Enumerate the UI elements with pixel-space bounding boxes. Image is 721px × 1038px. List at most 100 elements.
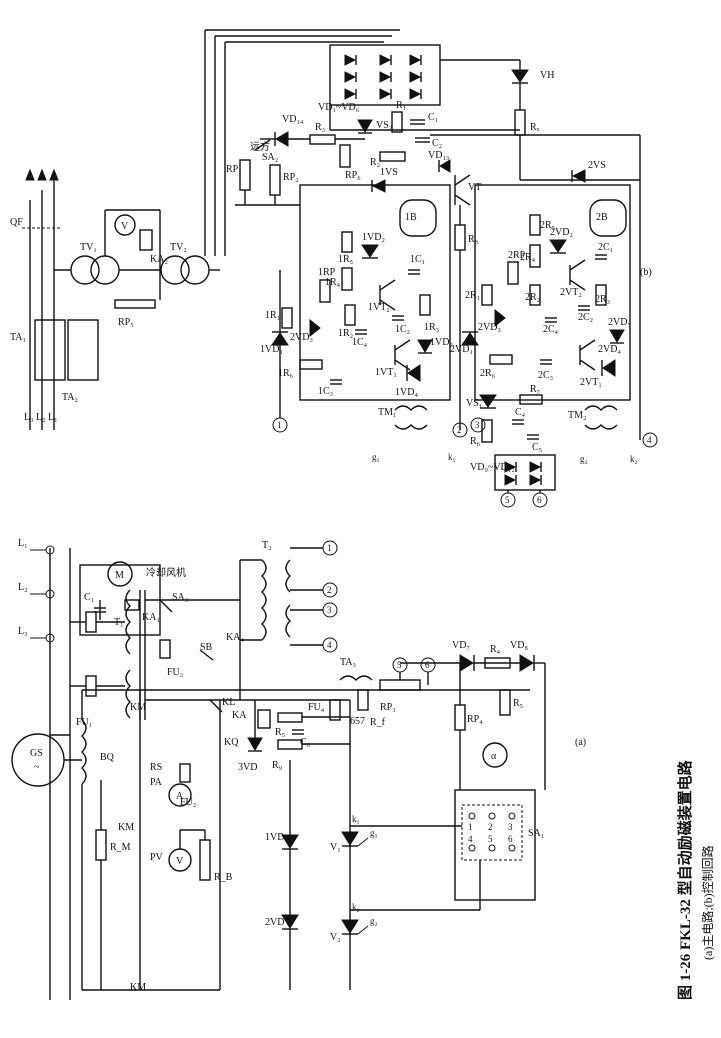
setpoint-group: RP₁ RP₂ 远方 SA₂ xyxy=(226,139,300,206)
rs-label: RS xyxy=(150,762,162,773)
2r2-label: 2R₂ xyxy=(525,292,540,303)
r3-label: R₃ xyxy=(315,122,325,133)
ka2-label: KA₂ xyxy=(150,254,168,265)
ta3-label: TA₃ xyxy=(340,657,356,668)
vd7-label: VD₇ xyxy=(452,640,470,651)
generator: GS ~ xyxy=(11,733,82,787)
v2-label: V₂ xyxy=(330,932,341,943)
rb-label: R_B xyxy=(214,872,233,883)
line-label-l3: L₃ xyxy=(18,626,28,637)
1rp-label: 1RP xyxy=(318,267,336,278)
line-label-l1: L₁ xyxy=(18,538,28,549)
breaker-qf: QF L₃ L₂ L₁ xyxy=(10,168,62,430)
ka4-label: KA₄ xyxy=(226,632,244,643)
pa-label: PA xyxy=(150,777,163,788)
km-label-3: KM xyxy=(130,982,146,993)
ctl-g1-label: g₁ xyxy=(372,452,380,462)
fu4-label: FU₄ xyxy=(308,702,325,713)
main-circuit: L₁ L₂ L₃ GS ~ BQ R_M KM KM KM xyxy=(11,538,586,1000)
fu1-label: FU₁ xyxy=(76,717,92,728)
2c2-label: 2C₂ xyxy=(578,312,593,323)
sa2-label: SA₂ xyxy=(262,152,278,163)
ka1-label: KA₁ xyxy=(142,612,160,623)
1r4-label: 1R₄ xyxy=(325,277,341,288)
ctl-terminal-5: 5 xyxy=(505,495,510,505)
generator-label: GS xyxy=(30,748,43,759)
ctl-k1-label: k₁ xyxy=(448,452,456,462)
signal-wires xyxy=(204,29,400,256)
main-terminal-2: 2 xyxy=(327,585,332,595)
1r2-label: 1R₂ xyxy=(338,328,353,339)
relay-group: 3VD KA KQ R₉ R₅ 657 xyxy=(224,700,365,773)
control-switches: FU₂ FU₃ SB KL SA₃ xyxy=(145,592,241,808)
r9-label: R₉ xyxy=(272,760,283,771)
c1-label: C₁ xyxy=(84,592,94,603)
main-terminal-6: 6 xyxy=(425,660,430,670)
cl3-label: L₃ xyxy=(24,412,34,423)
trigger-board-1: 1VS 1B 1R₅ 1R₄ 1RP 1R₂ 1R₁ 1R₃ 1R₆ 1VD₁ … xyxy=(260,167,456,462)
dc-buses xyxy=(139,689,530,991)
feedback-block: VD₇ VD₈ R₄ R₅ RP₄ α xyxy=(400,640,546,901)
sa1-contact-1: 1 xyxy=(468,822,473,832)
r1-label: R₁ xyxy=(396,100,406,111)
rp5-label: RP₅ xyxy=(118,317,134,328)
sa1-contact-6: 6 xyxy=(508,834,513,844)
2vd4-label: 2VD₄ xyxy=(598,344,621,355)
trigger-board-2: 2VS 2B 2R₅ 2R₄ 2RP 2R₂ 2R₁ 2R₃ 2R₆ 2VD₁ … xyxy=(450,160,638,464)
sb-label: SB xyxy=(200,642,213,653)
1c1-label: 1C₁ xyxy=(410,254,425,265)
v-meter-label: V xyxy=(121,221,129,232)
1b-label: 1B xyxy=(405,212,417,223)
generator-sub: ~ xyxy=(34,762,40,773)
1vd2-label: 1VD₂ xyxy=(362,232,385,243)
supply-network: VS₁ R₆ R₇ C₄ C₅ VD₉~VD₁₂ xyxy=(466,384,556,491)
vd14-label: VD₁₄ xyxy=(282,114,304,125)
control-circuit: QF L₃ L₂ L₁ TA₁ TA₂ TV₁ TV₂ xyxy=(10,29,658,508)
main-terminal-1: 1 xyxy=(327,543,332,553)
tm2-label: TM₂ xyxy=(568,410,587,421)
3vd-label: 3VD xyxy=(238,762,257,773)
t2-label: T₂ xyxy=(262,540,272,551)
main-terminal-5: 5 xyxy=(397,660,402,670)
g2-label: g₂ xyxy=(370,916,378,926)
field-circuit: BQ R_M KM KM KM xyxy=(81,689,146,993)
km-label-1: KM xyxy=(130,702,146,713)
tv1-label: TV₁ xyxy=(80,242,97,253)
1r3-label: 1R₃ xyxy=(424,322,439,333)
ctl-g2-label: g₂ xyxy=(580,454,588,464)
diode-2vd: 2VD xyxy=(265,905,299,990)
2r4-label: 2R₄ xyxy=(520,252,536,263)
control-terminals: 1 2 3 4 5 6 xyxy=(272,270,658,508)
2r1-label: 2R₁ xyxy=(465,290,480,301)
1vt2-label: 1VT₂ xyxy=(368,302,390,313)
c6-label: C₆ xyxy=(300,737,311,748)
c4-ctl-label: C₄ xyxy=(515,407,526,418)
r2-label: R₂ xyxy=(370,157,380,168)
r4-label: R₄ xyxy=(490,644,501,655)
ctl-terminal-2: 2 xyxy=(457,425,462,435)
2vd-label: 2VD xyxy=(265,917,284,928)
2c3-label: 2C₃ xyxy=(538,370,553,381)
sa1-contact-2: 2 xyxy=(488,822,493,832)
voltage-transformers: TV₁ TV₂ V KA₂ RP₅ xyxy=(54,209,220,328)
ta1-label: TA₁ xyxy=(10,332,26,343)
cl2-label: L₂ xyxy=(36,412,46,423)
r7-label: R₇ xyxy=(530,384,540,395)
r8-label: R₈ xyxy=(468,234,479,245)
kl-label: KL xyxy=(222,697,235,708)
transformer-t2: T₂ KA₄ xyxy=(226,540,291,643)
line-terminals: L₁ L₂ L₃ xyxy=(18,538,55,643)
rp1-label: RP₁ xyxy=(226,164,242,175)
rm-label: R_M xyxy=(110,842,131,853)
ta2-label: TA₂ xyxy=(62,392,78,403)
pv-symbol: V xyxy=(176,856,184,867)
sa1-contact-5: 5 xyxy=(488,834,493,844)
g1-label: g₁ xyxy=(370,828,378,838)
thyristor-v1: V₁ k₁ g₁ xyxy=(330,814,378,853)
vd8-label: VD₈ xyxy=(510,640,528,651)
c2-ctl-label: C₂ xyxy=(432,138,442,149)
vd1-6-label: VD₁~VD₆ xyxy=(318,102,360,113)
2b-label: 2B xyxy=(596,212,608,223)
figure-caption: 图 1-26 FKL-32 型自动励磁装置电路 xyxy=(676,759,694,1000)
